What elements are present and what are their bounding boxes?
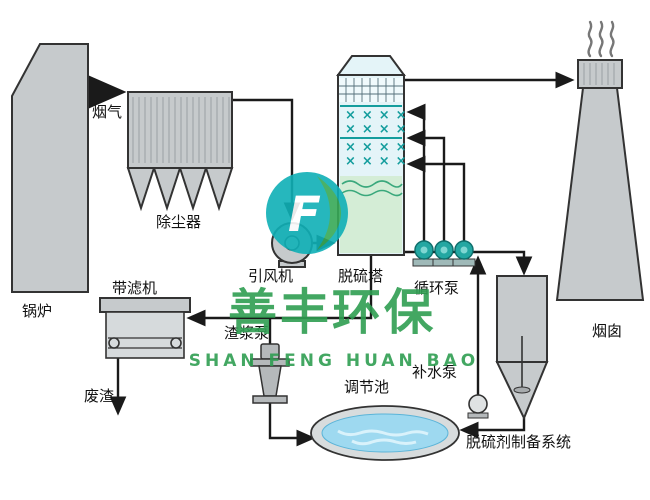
dust-collector-plates — [132, 97, 230, 163]
dust-collector — [126, 91, 234, 212]
circ-pump1-hub — [420, 246, 428, 254]
boiler-shape — [11, 43, 89, 293]
piping — [86, 71, 575, 447]
tower-liquid-waves — [341, 180, 403, 197]
circulation-pumps — [412, 240, 476, 267]
dust-hopper-1 — [126, 167, 156, 212]
pipe-circpump2-riser — [406, 129, 446, 241]
belt-filter-lid — [99, 297, 191, 313]
pool-water-waves — [337, 429, 429, 446]
belt-filter — [99, 297, 191, 359]
belt-filter-label: 带滤机 — [112, 279, 157, 297]
desulfurization-tower: ×××× ×××× ×××× ×××× — [336, 55, 413, 256]
watermark-brand-cn: 善丰环保 — [228, 284, 436, 341]
chimney — [555, 20, 645, 301]
watermark-brand-en: SHAN FENG HUAN BAO — [189, 351, 479, 371]
dust-hopper-4 — [204, 167, 234, 212]
desulfurizer-preparation-silo — [495, 275, 549, 421]
circ-pump2-base — [432, 258, 456, 267]
desulfurization-tower-label: 脱硫塔 — [338, 267, 383, 285]
labels-layer: 锅炉 烟气 除尘器 引风机 脱硫塔 循环泵 带滤机 渣浆泵 废渣 调节池 补水泵… — [22, 103, 622, 451]
regulating-pool-label: 调节池 — [344, 378, 389, 396]
chimney-cap — [577, 59, 623, 89]
dust-collector-body — [127, 91, 233, 169]
circulation-pump-label: 循环泵 — [414, 279, 459, 297]
tower-slurry-liquid — [340, 176, 402, 253]
tower-spray-row-1: ×××× — [345, 108, 413, 123]
belt-filter-roller-left — [108, 337, 120, 349]
watermark: F 善丰环保 SHAN FENG HUAN BAO — [189, 172, 479, 371]
makeup-water-pump-label: 补水泵 — [412, 363, 457, 381]
chimney-cap-hatch — [583, 63, 615, 85]
tower-spray-row-3: ×××× — [345, 140, 413, 155]
induced-draft-fan-label: 引风机 — [248, 267, 293, 285]
pipe-silo-feed — [478, 250, 533, 276]
belt-filter-belt — [108, 337, 182, 349]
silo-body — [496, 275, 548, 363]
pipe-tower-drain-to-beltfilter — [186, 255, 373, 327]
makeup-pump-casing — [468, 394, 488, 414]
chimney-stack — [555, 87, 645, 301]
dust-collector-label: 除尘器 — [156, 213, 201, 231]
makeup-water-pump — [467, 394, 489, 419]
tower-spray-row-4: ×××× — [345, 154, 413, 169]
boiler-label: 锅炉 — [22, 302, 52, 320]
tower-demister — [339, 78, 403, 102]
belt-filter-roller-right — [170, 337, 182, 349]
smoke-icon — [587, 20, 615, 58]
circ-pump3-hub — [460, 246, 468, 254]
circ-pump3-base — [452, 258, 476, 267]
tower-spray-headers — [340, 105, 402, 139]
desulfurizer-system-label: 脱硫剂制备系统 — [466, 433, 571, 451]
slurry-pump-base — [252, 395, 288, 404]
slurry-pump-label: 渣浆泵 — [224, 324, 269, 342]
dust-hopper-2 — [152, 167, 182, 212]
circ-pump1-base — [412, 258, 436, 267]
silo-agitator-paddle — [513, 386, 531, 394]
pipe-circpump3-riser — [406, 155, 466, 241]
tower-spray-row-2: ×××× — [345, 122, 413, 137]
belt-filter-body — [105, 311, 185, 359]
pipe-silo-to-pool — [459, 418, 526, 439]
boiler — [11, 43, 89, 293]
watermark-leaf-icon — [317, 176, 341, 250]
dust-hopper-3 — [178, 167, 208, 212]
flue-gas-label: 烟气 — [92, 103, 122, 121]
tower-demister-grid — [339, 78, 403, 102]
chimney-label: 烟囱 — [592, 322, 622, 340]
slurry-pump — [250, 343, 290, 404]
waste-residue-label: 废渣 — [84, 387, 114, 405]
circ-pump2-hub — [440, 246, 448, 254]
pipe-slurrypump-to-pool — [268, 403, 316, 447]
tower-cap — [336, 55, 406, 76]
pipe-circpump1-riser — [406, 103, 426, 241]
regulating-pool — [310, 405, 460, 461]
watermark-logo-letter: F — [288, 187, 321, 243]
